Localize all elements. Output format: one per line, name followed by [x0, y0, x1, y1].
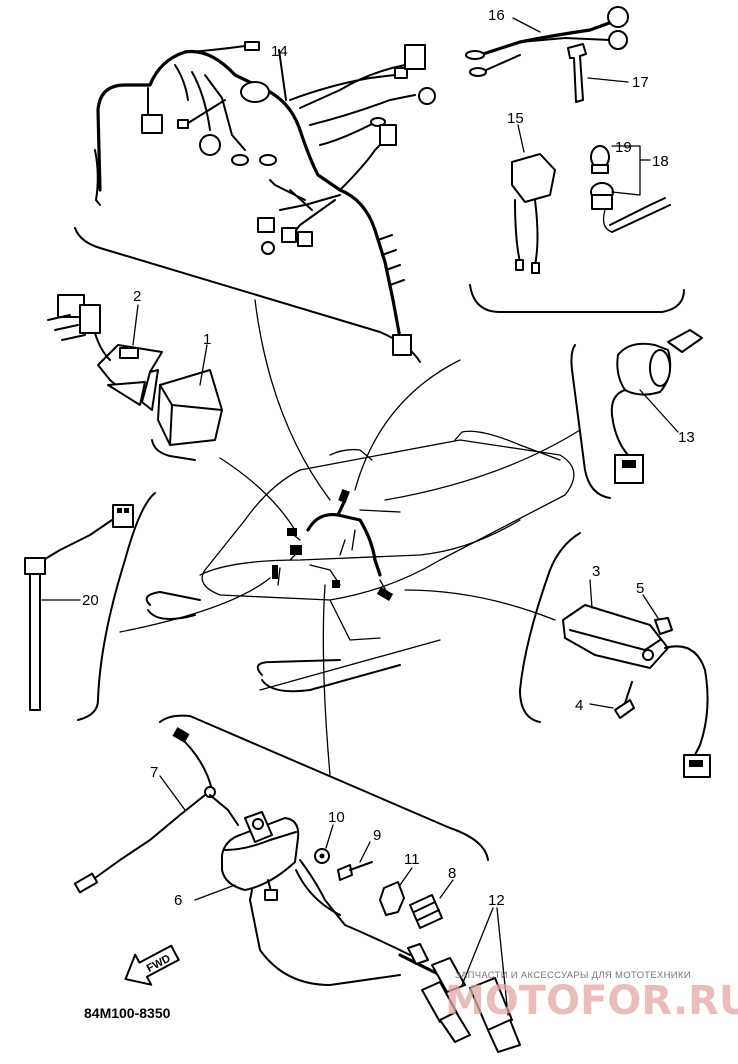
assembly-leader-lines	[119, 299, 581, 776]
callout-4: 4	[575, 697, 583, 714]
voltage-regulator-3-4-5: 3 5 4	[562, 563, 711, 778]
fastener-hardware-8-11: 10 9 11 8	[314, 809, 456, 929]
cdi-unit-1-2: 1 2	[47, 288, 223, 446]
callout-18: 18	[652, 153, 669, 170]
watermark-site: MOTOFOR.RU	[445, 978, 738, 1024]
center-harness-on-sled	[272, 488, 401, 601]
callout-20: 20	[82, 592, 99, 609]
watermark-tagline: ЗАПЧАСТИ И АКСЕССУАРЫ ДЛЯ МОТОТЕХНИКИ	[455, 970, 691, 981]
lamp-cord-16: 16	[465, 6, 629, 77]
callout-11: 11	[404, 851, 420, 868]
callout-8: 8	[448, 865, 456, 882]
spark-plug-caps-12: 12	[398, 892, 521, 1053]
callout-2: 2	[133, 288, 141, 305]
watermark: ЗАПЧАСТИ И АКСЕССУАРЫ ДЛЯ МОТОТЕХНИКИ MO…	[445, 970, 738, 1024]
callout-6: 6	[174, 892, 182, 909]
cable-band-17: 17	[567, 43, 649, 103]
callout-1: 1	[203, 331, 211, 348]
callout-3: 3	[592, 563, 600, 580]
forward-direction-arrow: FWD	[124, 944, 180, 986]
bulb-socket-18-19: 19 18	[590, 139, 671, 233]
callout-10: 10	[328, 809, 345, 826]
snowmobile-outline	[145, 430, 575, 693]
callout-17: 17	[632, 74, 649, 91]
thermo-sensor-20: 20	[24, 504, 134, 711]
callout-19: 19	[615, 139, 632, 156]
callout-9: 9	[373, 827, 381, 844]
ignition-coil-6: 6	[174, 811, 411, 986]
callout-14: 14	[271, 43, 288, 60]
callout-16: 16	[488, 7, 505, 24]
main-wire-harness-14: 14	[94, 41, 436, 356]
diagram-code: 84M100-8350	[84, 1005, 171, 1021]
flasher-relay-15: 15	[507, 110, 556, 274]
main-switch-13: 13	[610, 329, 703, 484]
high-tension-cord-7: 7	[73, 727, 239, 894]
callout-13: 13	[678, 429, 695, 446]
callout-15: 15	[507, 110, 524, 127]
group-bracket-outlines	[74, 227, 685, 861]
callout-12: 12	[488, 892, 505, 909]
callout-5: 5	[636, 580, 644, 597]
callout-7: 7	[150, 764, 158, 781]
